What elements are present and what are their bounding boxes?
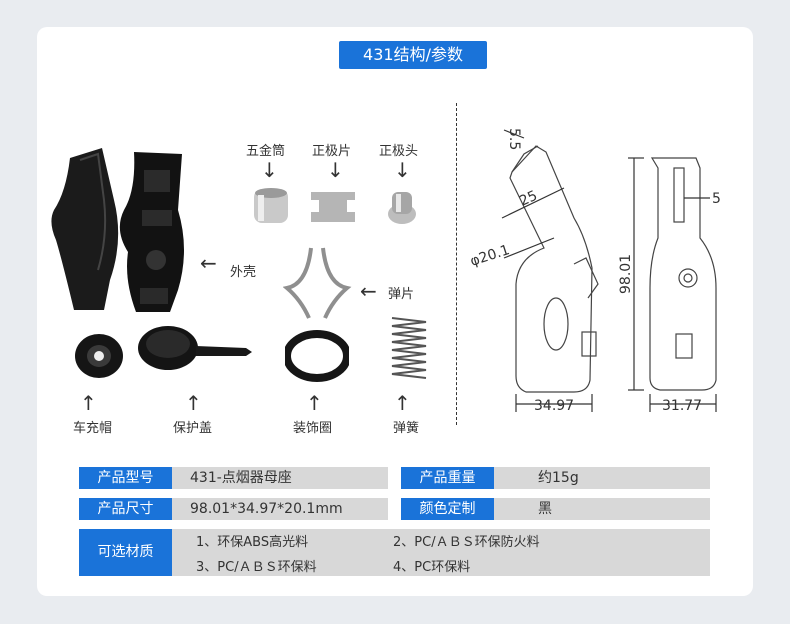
dim-31-77: 31.77	[662, 398, 702, 414]
dim-phi-20-1: φ20.1	[468, 242, 511, 270]
arrow-left-icon: ←	[360, 279, 377, 303]
decor-ring-illustration	[285, 330, 349, 382]
arrow-down-icon: ↓	[327, 158, 344, 182]
arrow-up-icon: ↑	[80, 391, 97, 415]
part-label-spring-plate: 弹片	[388, 287, 415, 302]
dim-5-5: 5.5	[506, 128, 522, 150]
material-label: 可选材质	[79, 529, 172, 576]
part-label-positive-plate: 正极片	[312, 144, 352, 159]
arrow-down-icon: ↓	[394, 158, 411, 182]
material-option: 4、PC环保料	[393, 560, 471, 575]
weight-label: 产品重量	[401, 467, 494, 489]
page-title: 431结构/参数	[339, 41, 487, 69]
color-label: 颜色定制	[401, 498, 494, 520]
part-label-decor-ring: 装饰圈	[293, 421, 333, 436]
technical-drawing: 5.5 25 φ20.1 98.01 5 34.97 31.77	[468, 128, 721, 414]
material-option: 3、PC/ＡＢＳ环保料	[196, 560, 317, 575]
spring-plate-illustration	[283, 247, 352, 319]
dim-98-01: 98.01	[618, 254, 634, 294]
size-label: 产品尺寸	[79, 498, 172, 520]
arrow-left-icon: ←	[200, 251, 217, 275]
positive-plate-illustration	[311, 192, 355, 222]
section-divider	[456, 103, 457, 425]
part-label-car-cap: 车充帽	[73, 421, 113, 436]
spring-illustration	[391, 317, 427, 379]
dim-5: 5	[712, 191, 721, 207]
weight-value: 约15g	[494, 467, 710, 489]
dim-34-97: 34.97	[534, 398, 574, 414]
part-label-protective-cover: 保护盖	[173, 421, 213, 436]
protective-cover-illustration	[138, 326, 252, 370]
arrow-up-icon: ↑	[185, 391, 202, 415]
model-label: 产品型号	[79, 467, 172, 489]
part-label-positive-head: 正极头	[379, 144, 419, 159]
shell-illustration	[51, 148, 184, 312]
part-label-hardware-tube: 五金筒	[246, 144, 286, 159]
material-values-bg	[172, 529, 710, 576]
size-value: 98.01*34.97*20.1mm	[172, 498, 388, 520]
model-value: 431-点烟器母座	[172, 467, 388, 489]
arrow-up-icon: ↑	[394, 391, 411, 415]
dim-25: 25	[517, 188, 540, 210]
arrow-down-icon: ↓	[261, 158, 278, 182]
positive-head-illustration	[388, 192, 416, 224]
material-option: 2、PC/ＡＢＳ环保防火料	[393, 535, 540, 550]
car-cap-illustration	[75, 334, 123, 378]
part-label-shell: 外壳	[230, 265, 257, 280]
color-value: 黑	[494, 498, 710, 520]
arrow-up-icon: ↑	[306, 391, 323, 415]
material-option: 1、环保ABS高光料	[196, 535, 309, 550]
part-label-spring: 弹簧	[393, 421, 420, 436]
hardware-tube-illustration	[254, 188, 288, 223]
